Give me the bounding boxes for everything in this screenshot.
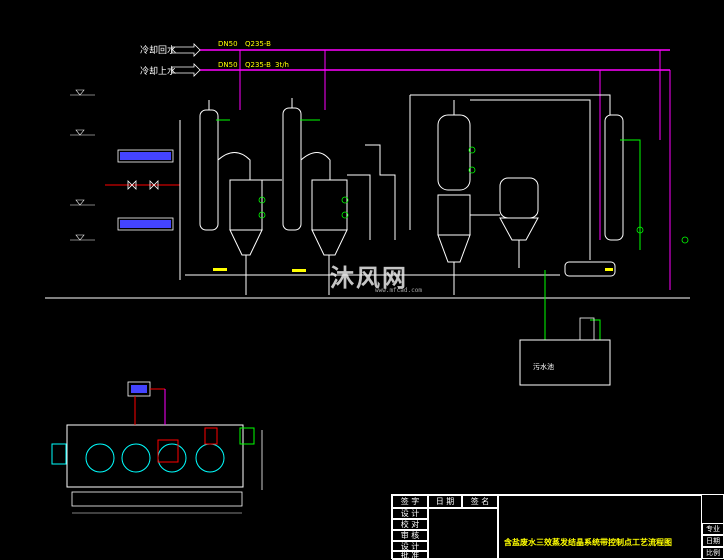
return-water-label: 冷却回水 [140,46,177,56]
tb-header-1: 签 字 [392,495,428,508]
waste-water-tank [519,317,611,386]
watermark-url: www.mfcad.com [375,287,422,294]
elevation-markers [70,89,95,241]
drawing-title: 含盐废水三效蒸发结晶系统带控制点工艺流程图 [504,538,672,547]
pipe-tags [213,268,613,272]
tb-header-3: 签 名 [462,495,498,508]
tb-side-2: 日期 [702,535,724,547]
return-arrow-icon [171,43,201,57]
vapor-pipes [179,94,611,280]
tb-header-2: 日 期 [428,495,462,508]
tb-row-2: 校 对 [392,519,428,530]
plan-view [51,381,263,514]
return-spec-a: DN50 [218,40,238,48]
condenser [564,114,624,277]
evaporator-effect-3 [437,100,471,295]
cooling-water-lines [171,43,671,290]
title-block: 签 字 日 期 签 名 设 计 校 对 审 核 设 计 批 准 含盐废水三效蒸发… [391,494,724,560]
supply-water-label: 冷却上水 [140,67,177,77]
tb-row-1: 设 计 [392,508,428,519]
tb-sign-area [428,508,498,560]
supply-flow: 3t/h [275,61,289,69]
supply-arrow-icon [171,63,201,77]
tb-side-1: 专业 [702,523,724,535]
tb-title-cell [498,495,702,560]
supply-spec-a: DN50 [218,61,238,69]
tb-row-3: 审 核 [392,530,428,541]
watermark-logo: 沐风网 [330,264,408,292]
instrument-bubbles [258,146,689,244]
tb-row-4: 设 计 [392,541,428,551]
evaporator-effect-1 [199,100,263,295]
tb-side-3: 比例 [702,547,724,559]
separator-tank [499,177,539,268]
evaporator-effect-2 [282,98,348,295]
steam-supply-panels [105,149,180,231]
process-lines [216,119,641,386]
return-spec-b: Q235-B [245,40,271,48]
supply-spec-b: Q235-B [245,61,271,69]
waste-tank-label: 污水池 [533,363,554,371]
